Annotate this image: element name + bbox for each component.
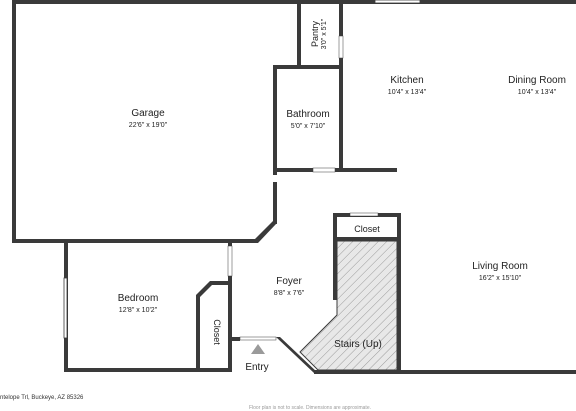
wall-bath-bottom-right bbox=[335, 168, 397, 172]
dining-dims: 10'4" x 13'4" bbox=[518, 89, 557, 96]
dining-label: Dining Room bbox=[508, 75, 566, 86]
closet-top-door bbox=[349, 212, 379, 217]
kitchen-dims: 10'4" x 13'4" bbox=[388, 89, 427, 96]
bath-door-gap bbox=[312, 167, 336, 173]
bedroom-window bbox=[63, 277, 68, 339]
living-dims: 16'2" x 15'10" bbox=[479, 275, 522, 282]
wall-garage-left bbox=[12, 0, 16, 243]
wall-closet-top-bottom bbox=[333, 237, 401, 241]
closet-top-label: Closet bbox=[354, 224, 380, 234]
closet-side-label: Closet bbox=[212, 319, 222, 345]
living-label: Living Room bbox=[472, 261, 528, 272]
entry-label: Entry bbox=[245, 362, 268, 373]
wall-kitchen-left bbox=[339, 58, 343, 172]
garage-label: Garage bbox=[131, 108, 165, 119]
stairs-label: Stairs (Up) bbox=[334, 339, 382, 350]
wall-top bbox=[12, 0, 576, 4]
kitchen-label: Kitchen bbox=[390, 75, 423, 86]
wall-entry-left bbox=[232, 337, 240, 341]
wall-bedroom-right bbox=[228, 243, 232, 371]
bathroom-label: Bathroom bbox=[286, 109, 329, 120]
pantry-label: Pantry bbox=[310, 20, 320, 47]
wall-garage-right bbox=[273, 182, 277, 224]
wall-bottom bbox=[314, 370, 576, 374]
bedroom-label: Bedroom bbox=[118, 293, 159, 304]
entry-door bbox=[239, 336, 277, 341]
walls bbox=[12, 0, 576, 374]
room-labels: Pantry 3'0" x 5'1" Kitchen 10'4" x 13'4"… bbox=[118, 18, 566, 373]
window-top bbox=[374, 0, 421, 4]
pantry-door bbox=[338, 35, 344, 59]
address-text: ntelope Trl, Buckeye, AZ 85326 bbox=[0, 395, 84, 401]
wall-garage-diagonal bbox=[255, 221, 276, 243]
wall-garage-bottom bbox=[12, 239, 258, 243]
pantry-dims: 3'0" x 5'1" bbox=[321, 18, 328, 49]
wall-pantry-bottom bbox=[297, 65, 343, 69]
wall-closet-side-diagonal bbox=[196, 281, 213, 298]
wall-garage-right-upper bbox=[297, 0, 301, 68]
wall-closet-top-right bbox=[397, 213, 401, 373]
garage-dims: 22'6" x 19'0" bbox=[129, 122, 168, 129]
wall-stairs-left bbox=[333, 240, 337, 300]
bedroom-door-gap bbox=[227, 245, 233, 277]
wall-bedroom-bottom bbox=[64, 368, 232, 372]
wall-bath-bottom-left bbox=[273, 168, 313, 172]
foyer-label: Foyer bbox=[276, 276, 302, 287]
wall-closet-side-top bbox=[210, 281, 232, 285]
bathroom-dims: 5'0" x 7'10" bbox=[291, 123, 326, 130]
wall-closet-side-left bbox=[196, 295, 200, 371]
stairs-area bbox=[299, 240, 398, 371]
wall-bath-left bbox=[273, 65, 277, 175]
disclaimer-text: Floor plan is not to scale. Dimensions a… bbox=[249, 405, 371, 411]
bedroom-dims: 12'8" x 10'2" bbox=[119, 307, 158, 314]
wall-entry-diagonal bbox=[276, 337, 318, 373]
foyer-dims: 8'8" x 7'6" bbox=[274, 290, 305, 297]
entry-arrow-icon bbox=[251, 344, 265, 354]
wall-pantry-right bbox=[339, 0, 343, 36]
wall-closet-top-left bbox=[333, 213, 337, 240]
